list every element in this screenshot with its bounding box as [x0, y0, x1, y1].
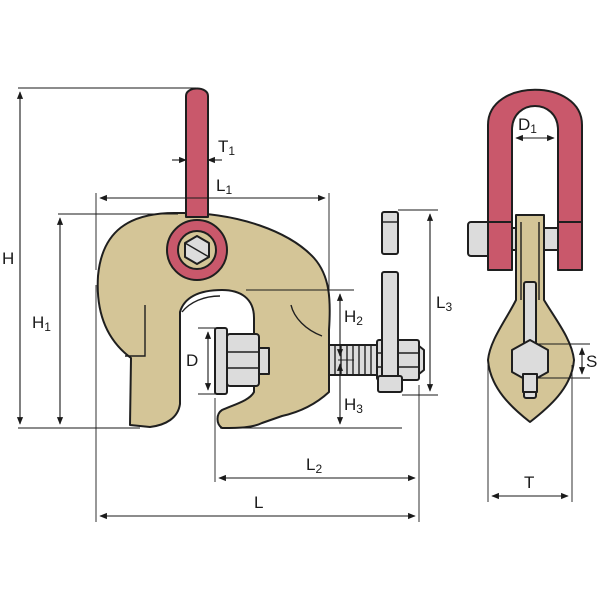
side-screw-stem [522, 373, 538, 393]
label-L2: L2 [306, 455, 322, 476]
body-ridge [181, 295, 221, 313]
label-T: T [524, 473, 534, 492]
clamp-body [96, 211, 331, 429]
label-T1: T1 [218, 137, 235, 158]
hex-detail-line [184, 242, 210, 258]
label-H3: H3 [344, 395, 363, 416]
label-H1: H1 [32, 313, 51, 334]
body-panel-line-left [125, 305, 146, 357]
tommy-bar-lower [381, 271, 399, 391]
pad-hex [226, 333, 260, 387]
tommy-bar-top [381, 211, 399, 255]
label-H2: H2 [344, 307, 363, 328]
pad-stem [258, 347, 270, 375]
body-panel-line-right [290, 304, 323, 337]
screw-end-cap [418, 345, 425, 375]
label-S: S [586, 352, 597, 371]
label-L1: L1 [216, 176, 232, 197]
tommy-bar-stop [377, 375, 403, 393]
shackle-pin-head [467, 221, 491, 257]
shackle-leg-right [557, 221, 583, 271]
label-L3: L3 [436, 293, 452, 314]
label-H: H [2, 249, 14, 268]
label-D1: D1 [518, 115, 537, 136]
label-D: D [186, 351, 198, 370]
label-L: L [254, 493, 263, 512]
shackle-leg-left [487, 221, 513, 271]
pad-plate [214, 327, 228, 395]
